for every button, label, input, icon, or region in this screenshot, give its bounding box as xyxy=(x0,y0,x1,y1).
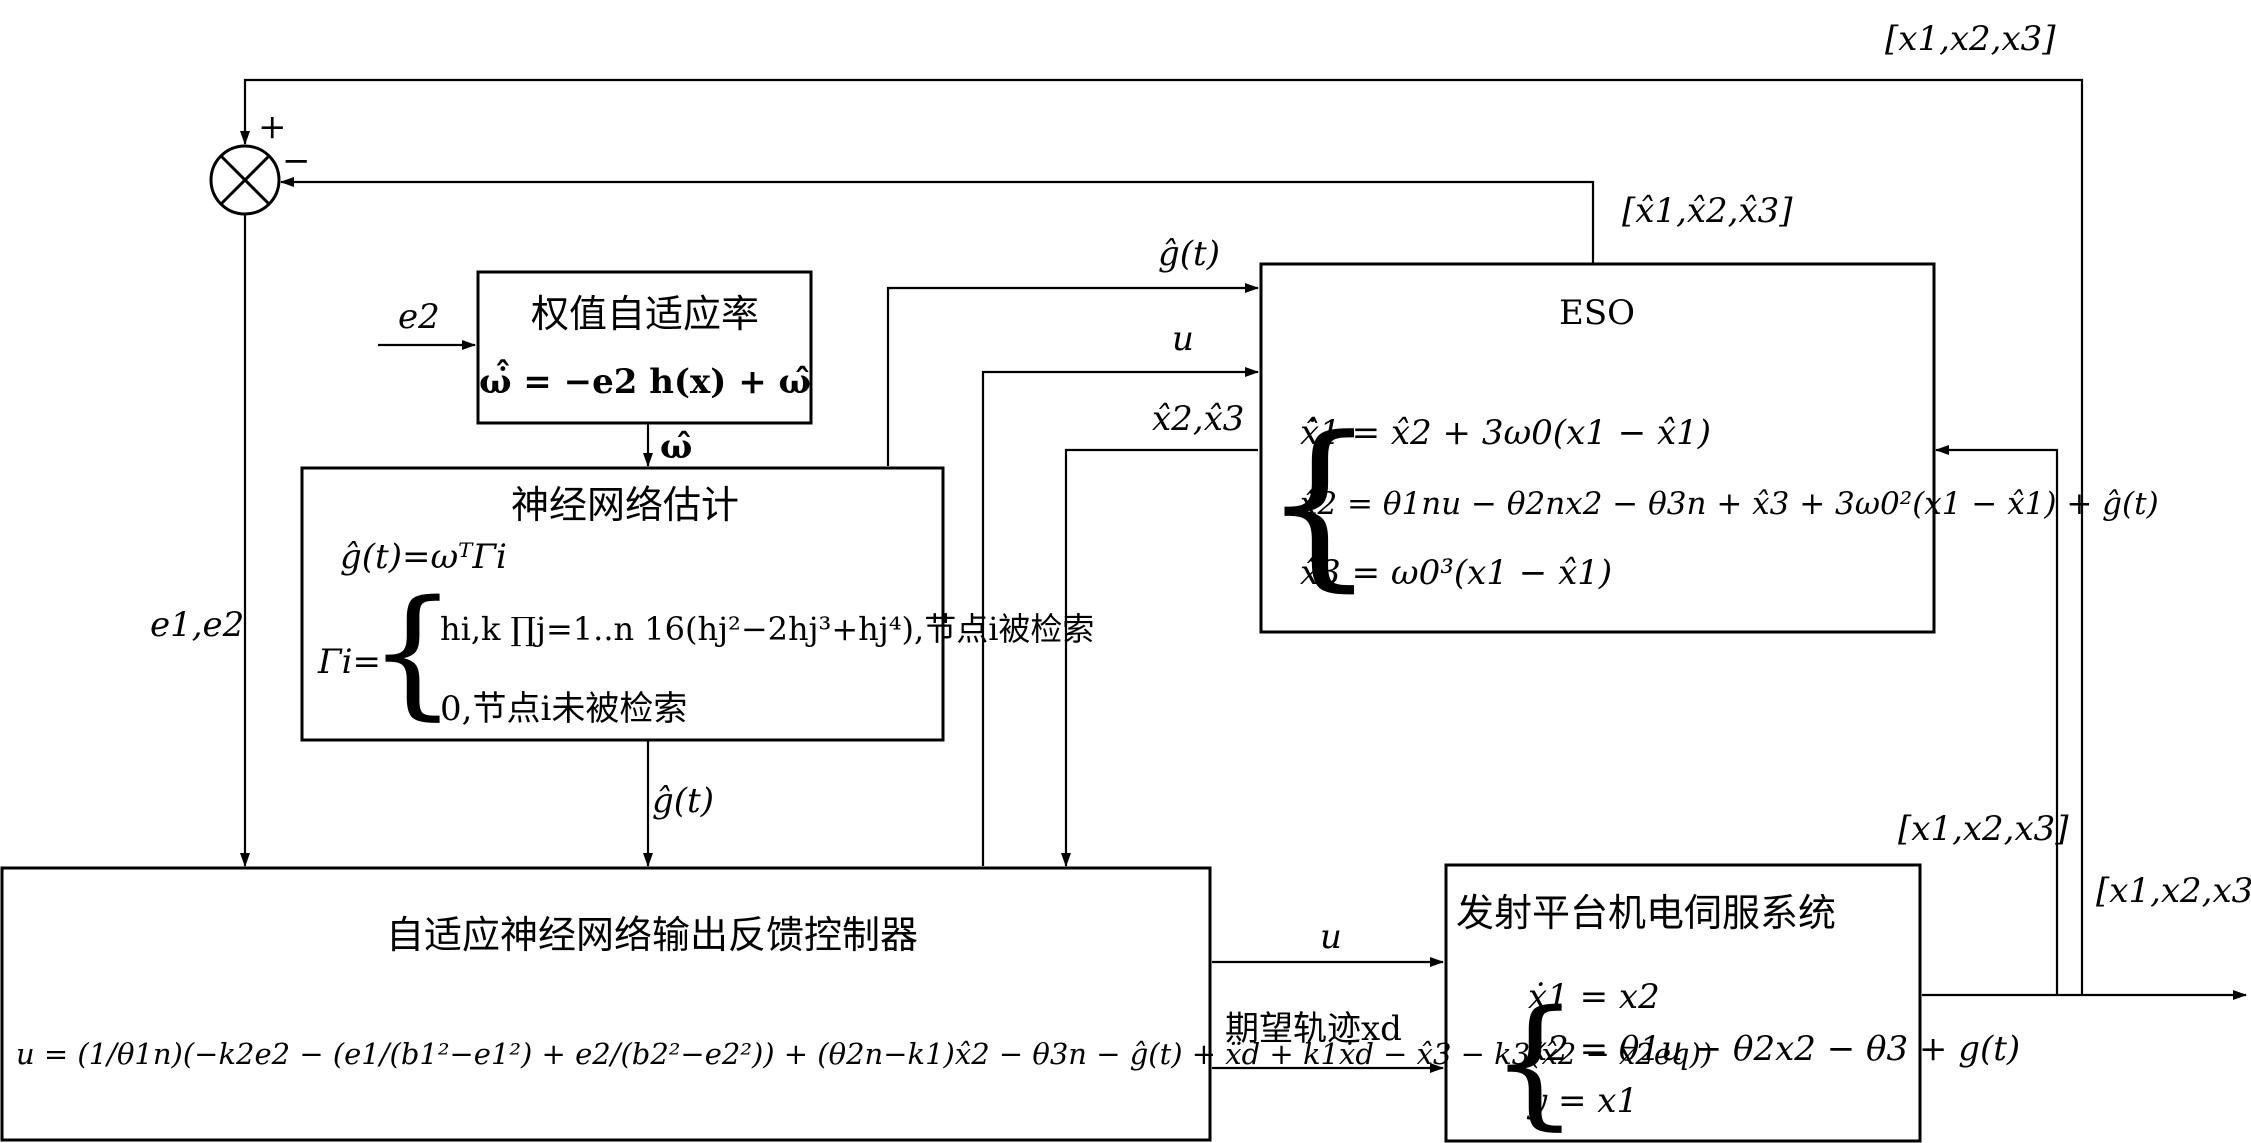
label-eso-state: [x̂1,x̂2,x̂3] xyxy=(1622,191,1793,231)
controller-block-title: 自适应神经网络输出反馈控制器 xyxy=(386,913,918,957)
wire-xhat-to-controller xyxy=(1061,448,1258,867)
wire-state-to-eso xyxy=(1935,445,2059,995)
eso-equation-3: x̂̇3 = ω0³(x1 − x̂1) xyxy=(1300,553,1612,593)
label-errors: e1,e2 xyxy=(150,605,244,645)
label-u-eso: u xyxy=(1172,319,1194,359)
weight-block-title: 权值自适应率 xyxy=(531,292,759,336)
wire-u-to-eso xyxy=(981,367,1259,866)
label-ghat-nn: ĝ(t) xyxy=(652,781,714,821)
label-plant-state-right: [x1,x2,x3] xyxy=(2096,871,2251,911)
eso-brace: { xyxy=(1262,399,1377,608)
label-plant-state-left: [x1,x2,x3] xyxy=(1898,809,2069,849)
label-ghat-eso: ĝ(t) xyxy=(1158,234,1220,274)
label-u-plant: u xyxy=(1320,917,1342,957)
label-top-state: [x1,x2,x3] xyxy=(1885,19,2056,59)
wire-state-feedback-top xyxy=(240,78,2084,995)
label-e2: e2 xyxy=(398,297,440,337)
weight-adaptive-law-block xyxy=(476,270,813,425)
wire-ghat-to-eso xyxy=(886,283,1259,466)
summing-junction xyxy=(209,144,281,216)
eso-equation-2: x̂̇2 = θ1nu − θ2nx2 − θ3n + x̂3 + 3ω0²(x… xyxy=(1300,486,2159,522)
nn-estimator-block xyxy=(300,466,945,742)
eso-block-title: ESO xyxy=(1559,293,1635,333)
weight-block-equation: ω̇̂ = −e2 h(x) + ω̂ xyxy=(479,360,811,402)
nn-case-brace: { xyxy=(368,571,457,734)
label-omega-hat: ω̂ xyxy=(660,427,692,467)
nn-gamma-lhs: Γi= xyxy=(317,642,381,682)
plant-block xyxy=(1444,863,1922,1143)
plant-block-title: 发射平台机电伺服系统 xyxy=(1456,891,1836,935)
wire-eso-estimate-feedback xyxy=(280,177,1595,264)
label-xhat-23: x̂2,x̂3 xyxy=(1152,399,1244,439)
controller-equation: u = (1/θ1n)(−k2e2 − (e1/(b1²−e1²) + e2/(… xyxy=(16,1037,1712,1071)
sum-minus-sign: − xyxy=(282,141,311,181)
eso-equation-1: x̂̇1 = x̂2 + 3ω0(x1 − x̂1) xyxy=(1300,413,1711,453)
sum-plus-sign: + xyxy=(258,107,287,147)
plant-equation-1: ẋ1 = x2 xyxy=(1528,977,1660,1017)
label-desired-trajectory: 期望轨迹xd xyxy=(1225,1009,1402,1049)
plant-brace: { xyxy=(1490,981,1579,1143)
nn-output-equation: ĝ(t)=ωᵀΓi xyxy=(340,537,507,577)
nn-case-1: hi,k ∏j=1..n 16(hj²−2hj³+hj⁴),节点i被检索 xyxy=(440,610,1094,648)
plant-equation-2: x2 = θ1u − θ2x2 − θ3 + g(t) xyxy=(1528,1029,2020,1069)
controller-block xyxy=(0,866,1212,1142)
nn-case-2: 0,节点i未被检索 xyxy=(440,689,687,729)
eso-block xyxy=(1259,262,1936,634)
nn-block-title: 神经网络估计 xyxy=(511,483,739,527)
plant-equation-3: y = x1 xyxy=(1526,1081,1638,1121)
